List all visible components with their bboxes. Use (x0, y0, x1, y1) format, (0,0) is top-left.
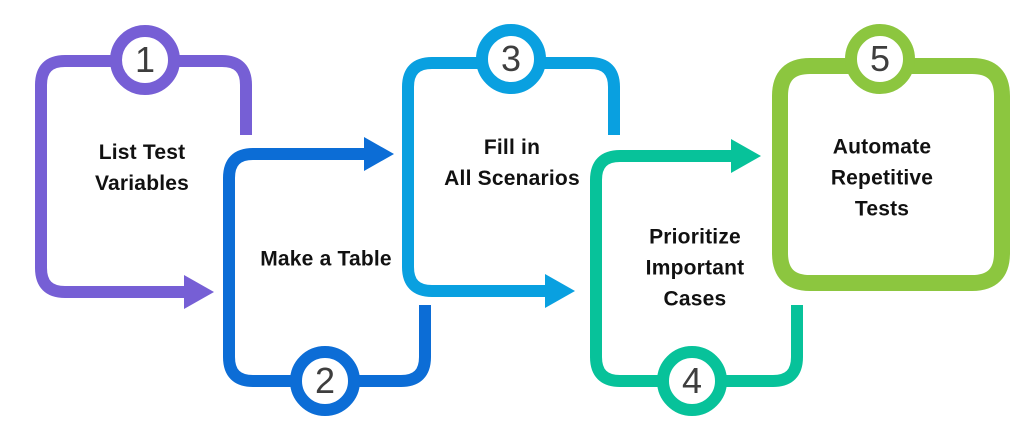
step-1-track (35, 55, 252, 298)
step-2-arrow-icon (364, 137, 394, 171)
step-1-label-line-1: List Test (98, 141, 186, 164)
step-1-arrow-icon (184, 275, 214, 309)
step-3-label-line-1: Fill in (483, 136, 541, 159)
step-4-arrow-icon (731, 139, 761, 173)
step-1-number-circle (110, 25, 180, 95)
step-3-number-circle (476, 24, 546, 94)
step-5-label-line-3: Tests (854, 197, 910, 221)
step-4-label-line-1: Prioritize (649, 225, 741, 249)
step-4-label: Prioritize Important Cases (646, 222, 745, 315)
step-4-label-line-2: Important (645, 256, 745, 280)
step-3-label: Fill in All Scenarios (444, 132, 580, 194)
step-2-track (223, 148, 431, 387)
step-5-label-line-1: Automate (832, 135, 932, 159)
step-4-number: 4 (681, 360, 703, 401)
step-3-number: 3 (500, 38, 522, 79)
step-2-number-circle (290, 346, 360, 416)
step-3-shape (402, 24, 620, 308)
step-5-number: 5 (869, 38, 891, 79)
step-2-number: 2 (314, 360, 336, 401)
step-3-label-line-2: All Scenarios (444, 167, 580, 190)
step-4-shape (590, 139, 803, 416)
step-2-label-line-1: Make a Table (260, 247, 392, 271)
step-3-track (402, 57, 620, 297)
step-4-track (590, 150, 803, 387)
step-1-number: 1 (134, 39, 156, 80)
step-4-label-line-3: Cases (663, 287, 727, 311)
step-1-shape (35, 25, 252, 309)
step-3-arrow-icon (545, 274, 575, 308)
step-1-label: List Test Variables (95, 137, 189, 199)
step-5-label-line-2: Repetitive (830, 166, 934, 190)
step-5-number-circle (845, 24, 915, 94)
step-5-label: Automate Repetitive Tests (831, 132, 933, 225)
step-5-shape (772, 24, 1010, 291)
step-2-shape (223, 137, 431, 416)
step-1-label-line-2: Variables (94, 172, 190, 195)
step-4-number-circle (657, 346, 727, 416)
step-5-track (772, 58, 1010, 291)
step-2-label: Make a Table (260, 244, 392, 275)
